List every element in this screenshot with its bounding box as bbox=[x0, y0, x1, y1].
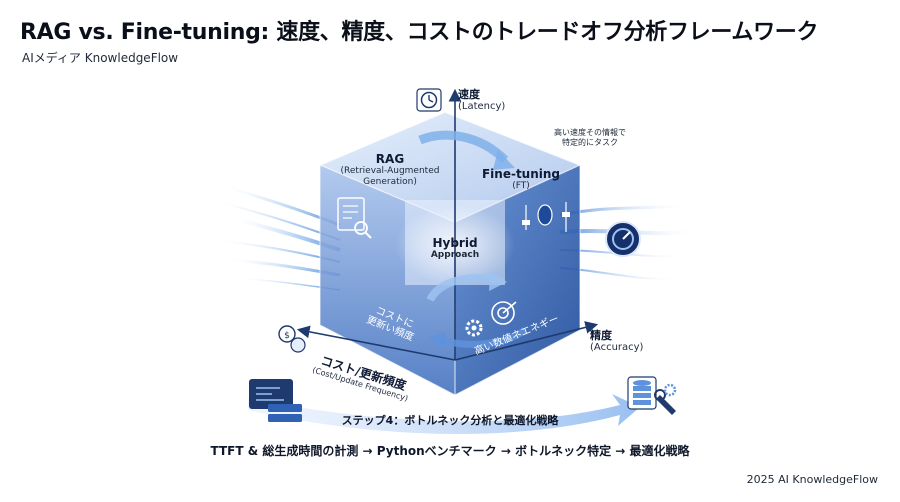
page-title: RAG vs. Fine-tuning: 速度、精度、コストのトレードオフ分析フ… bbox=[20, 20, 819, 45]
hybrid-title: Hybrid bbox=[432, 236, 478, 250]
step-label: ステップ4：ボトルネック分析と最適化戦略 bbox=[341, 414, 559, 427]
ft-title: Fine-tuning bbox=[481, 167, 561, 181]
wrench-icon bbox=[654, 383, 677, 415]
clock-icon bbox=[416, 88, 442, 112]
rag-label: RAG (Retrieval-Augmented Generation) bbox=[330, 152, 450, 188]
coin-icon: $ bbox=[278, 325, 306, 353]
footer-credit: 2025 AI KnowledgeFlow bbox=[746, 473, 878, 486]
accuracy-axis bbox=[454, 321, 599, 361]
slider-icon bbox=[522, 202, 570, 232]
database-icon bbox=[627, 376, 657, 410]
latency-sub: (Latency) bbox=[458, 101, 506, 113]
cost-axis bbox=[296, 325, 456, 361]
server-icon bbox=[268, 404, 302, 422]
rag-title: RAG bbox=[375, 152, 405, 166]
hybrid-sub: Approach bbox=[430, 250, 480, 261]
target-icon bbox=[491, 301, 517, 325]
page-subtitle: AIメディア KnowledgeFlow bbox=[22, 51, 179, 65]
rag-sub-1: (Retrieval-Augmented bbox=[340, 166, 440, 177]
ft-label: Fine-tuning (FT) bbox=[476, 167, 566, 192]
accuracy-axis-label: 精度 (Accuracy) bbox=[590, 329, 643, 354]
top-right-note-2: 特定的にタスク bbox=[562, 137, 618, 147]
gauge-icon bbox=[605, 221, 641, 257]
process-flow: TTFT & 総生成時間の計測 → Pythonベンチマーク → ボトルネック特… bbox=[210, 444, 690, 458]
document-search-icon bbox=[337, 197, 372, 239]
latency-title: 速度 bbox=[458, 88, 480, 101]
accuracy-sub: (Accuracy) bbox=[590, 342, 644, 354]
ft-sub: (FT) bbox=[512, 181, 530, 192]
process-arrow bbox=[248, 394, 640, 434]
code-terminal-icon bbox=[249, 379, 293, 409]
top-right-note-1: 高い速度その情報で bbox=[554, 128, 626, 137]
latency-axis-label: 速度 (Latency) bbox=[458, 88, 505, 113]
svg-text:$: $ bbox=[284, 331, 290, 341]
gear-icon bbox=[465, 319, 483, 337]
top-right-note: 高い速度その情報で 特定的にタスク bbox=[530, 128, 650, 147]
rag-sub-2: Generation) bbox=[363, 177, 417, 188]
flow-arrows bbox=[418, 130, 528, 350]
accuracy-title: 精度 bbox=[590, 329, 612, 342]
hybrid-label: Hybrid Approach bbox=[415, 236, 495, 261]
